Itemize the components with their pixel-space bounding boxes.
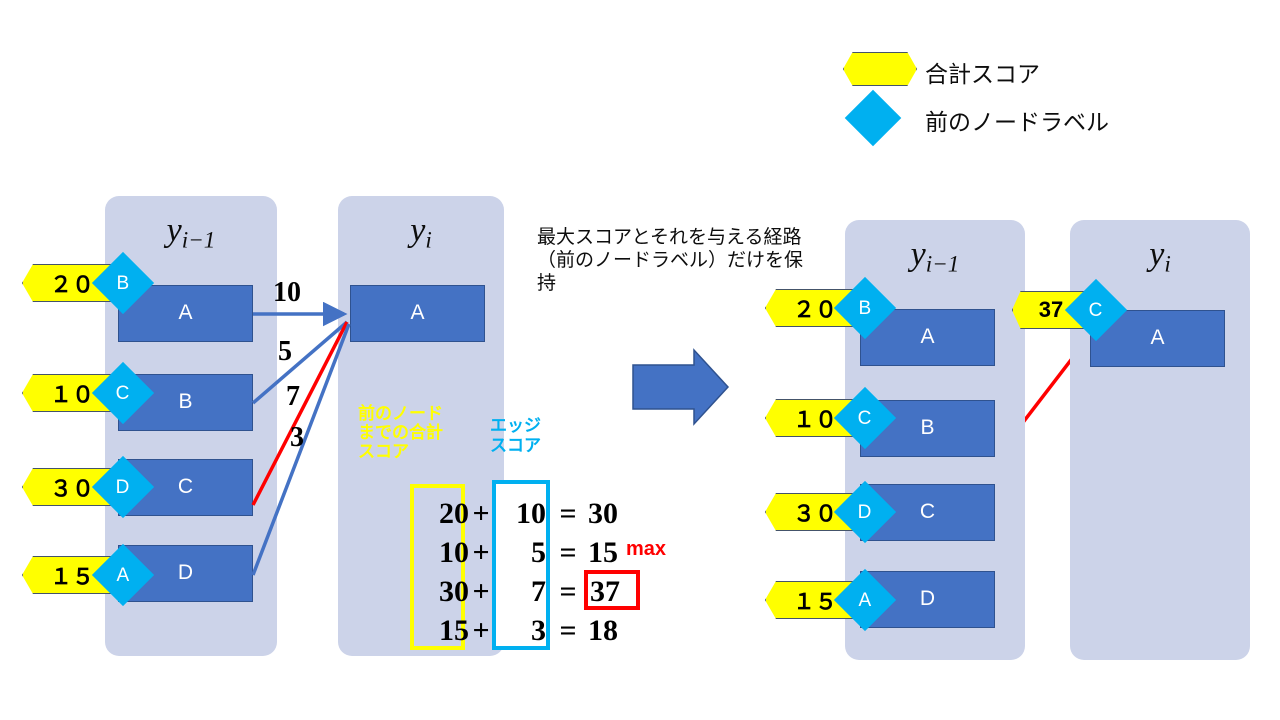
max-label: max <box>626 538 667 560</box>
explanation-note: 最大スコアとそれを与える経路（前のノードラベル）だけを保持 <box>537 227 804 295</box>
plus-sign: + <box>472 614 490 647</box>
left-prev-panel-title: yi−1 <box>166 212 216 254</box>
prev-node-label-diamond-icon <box>844 89 902 147</box>
caption-prev-total-score: 前のノード までの合計 スコア <box>358 404 443 462</box>
right-cur-panel-title: yi <box>1149 236 1171 278</box>
node-box[interactable]: A <box>860 309 995 366</box>
caption-edge-score: エッジ スコア <box>490 416 541 456</box>
edge-score-value: 7 <box>531 575 546 608</box>
equals-sign: = <box>559 497 577 530</box>
right-prev-panel-title: yi−1 <box>910 236 960 278</box>
equals-sign: = <box>559 575 577 608</box>
sum-value: 15 <box>588 536 618 569</box>
equals-sign: = <box>559 536 577 569</box>
edge-weight-label: 5 <box>278 336 292 367</box>
edge-weight-label: 3 <box>290 422 304 453</box>
computation-row: 20 + 10 = 30 <box>410 495 650 533</box>
computation-row: 10 + 5 = 15 <box>410 534 650 572</box>
prev-score-value: 10 <box>439 536 469 569</box>
equals-sign: = <box>559 614 577 647</box>
plus-sign: + <box>472 497 490 530</box>
edge-score-value: 5 <box>531 536 546 569</box>
prev-score-value: 15 <box>439 614 469 647</box>
max-result-box <box>584 570 640 610</box>
sum-value-max: 37 <box>590 575 620 608</box>
plus-sign: + <box>472 575 490 608</box>
edge-score-value: 10 <box>516 497 546 530</box>
left-cur-panel-title: yi <box>410 212 432 254</box>
edge-weight-label: 7 <box>286 381 300 412</box>
prev-score-value: 20 <box>439 497 469 530</box>
sum-value: 30 <box>588 497 618 530</box>
prev-score-value: 30 <box>439 575 469 608</box>
plus-sign: + <box>472 536 490 569</box>
edge-weight-label: 10 <box>273 277 301 308</box>
node-box[interactable]: A <box>350 285 485 342</box>
computation-row: 15 + 3 = 18 <box>410 612 650 650</box>
sum-value: 18 <box>588 614 618 647</box>
prev-total-score-highlight-box <box>410 484 465 650</box>
edge-score-value: 3 <box>531 614 546 647</box>
total-score-pentagon-icon <box>843 52 917 86</box>
legend-label-total-score: 合計スコア <box>925 61 1040 87</box>
left-cur-panel: yi <box>338 196 504 656</box>
computation-row: 30 + 7 = 37 <box>410 573 650 611</box>
legend-label-prev-node: 前のノードラベル <box>925 109 1109 135</box>
edge-score-highlight-box <box>492 480 550 650</box>
